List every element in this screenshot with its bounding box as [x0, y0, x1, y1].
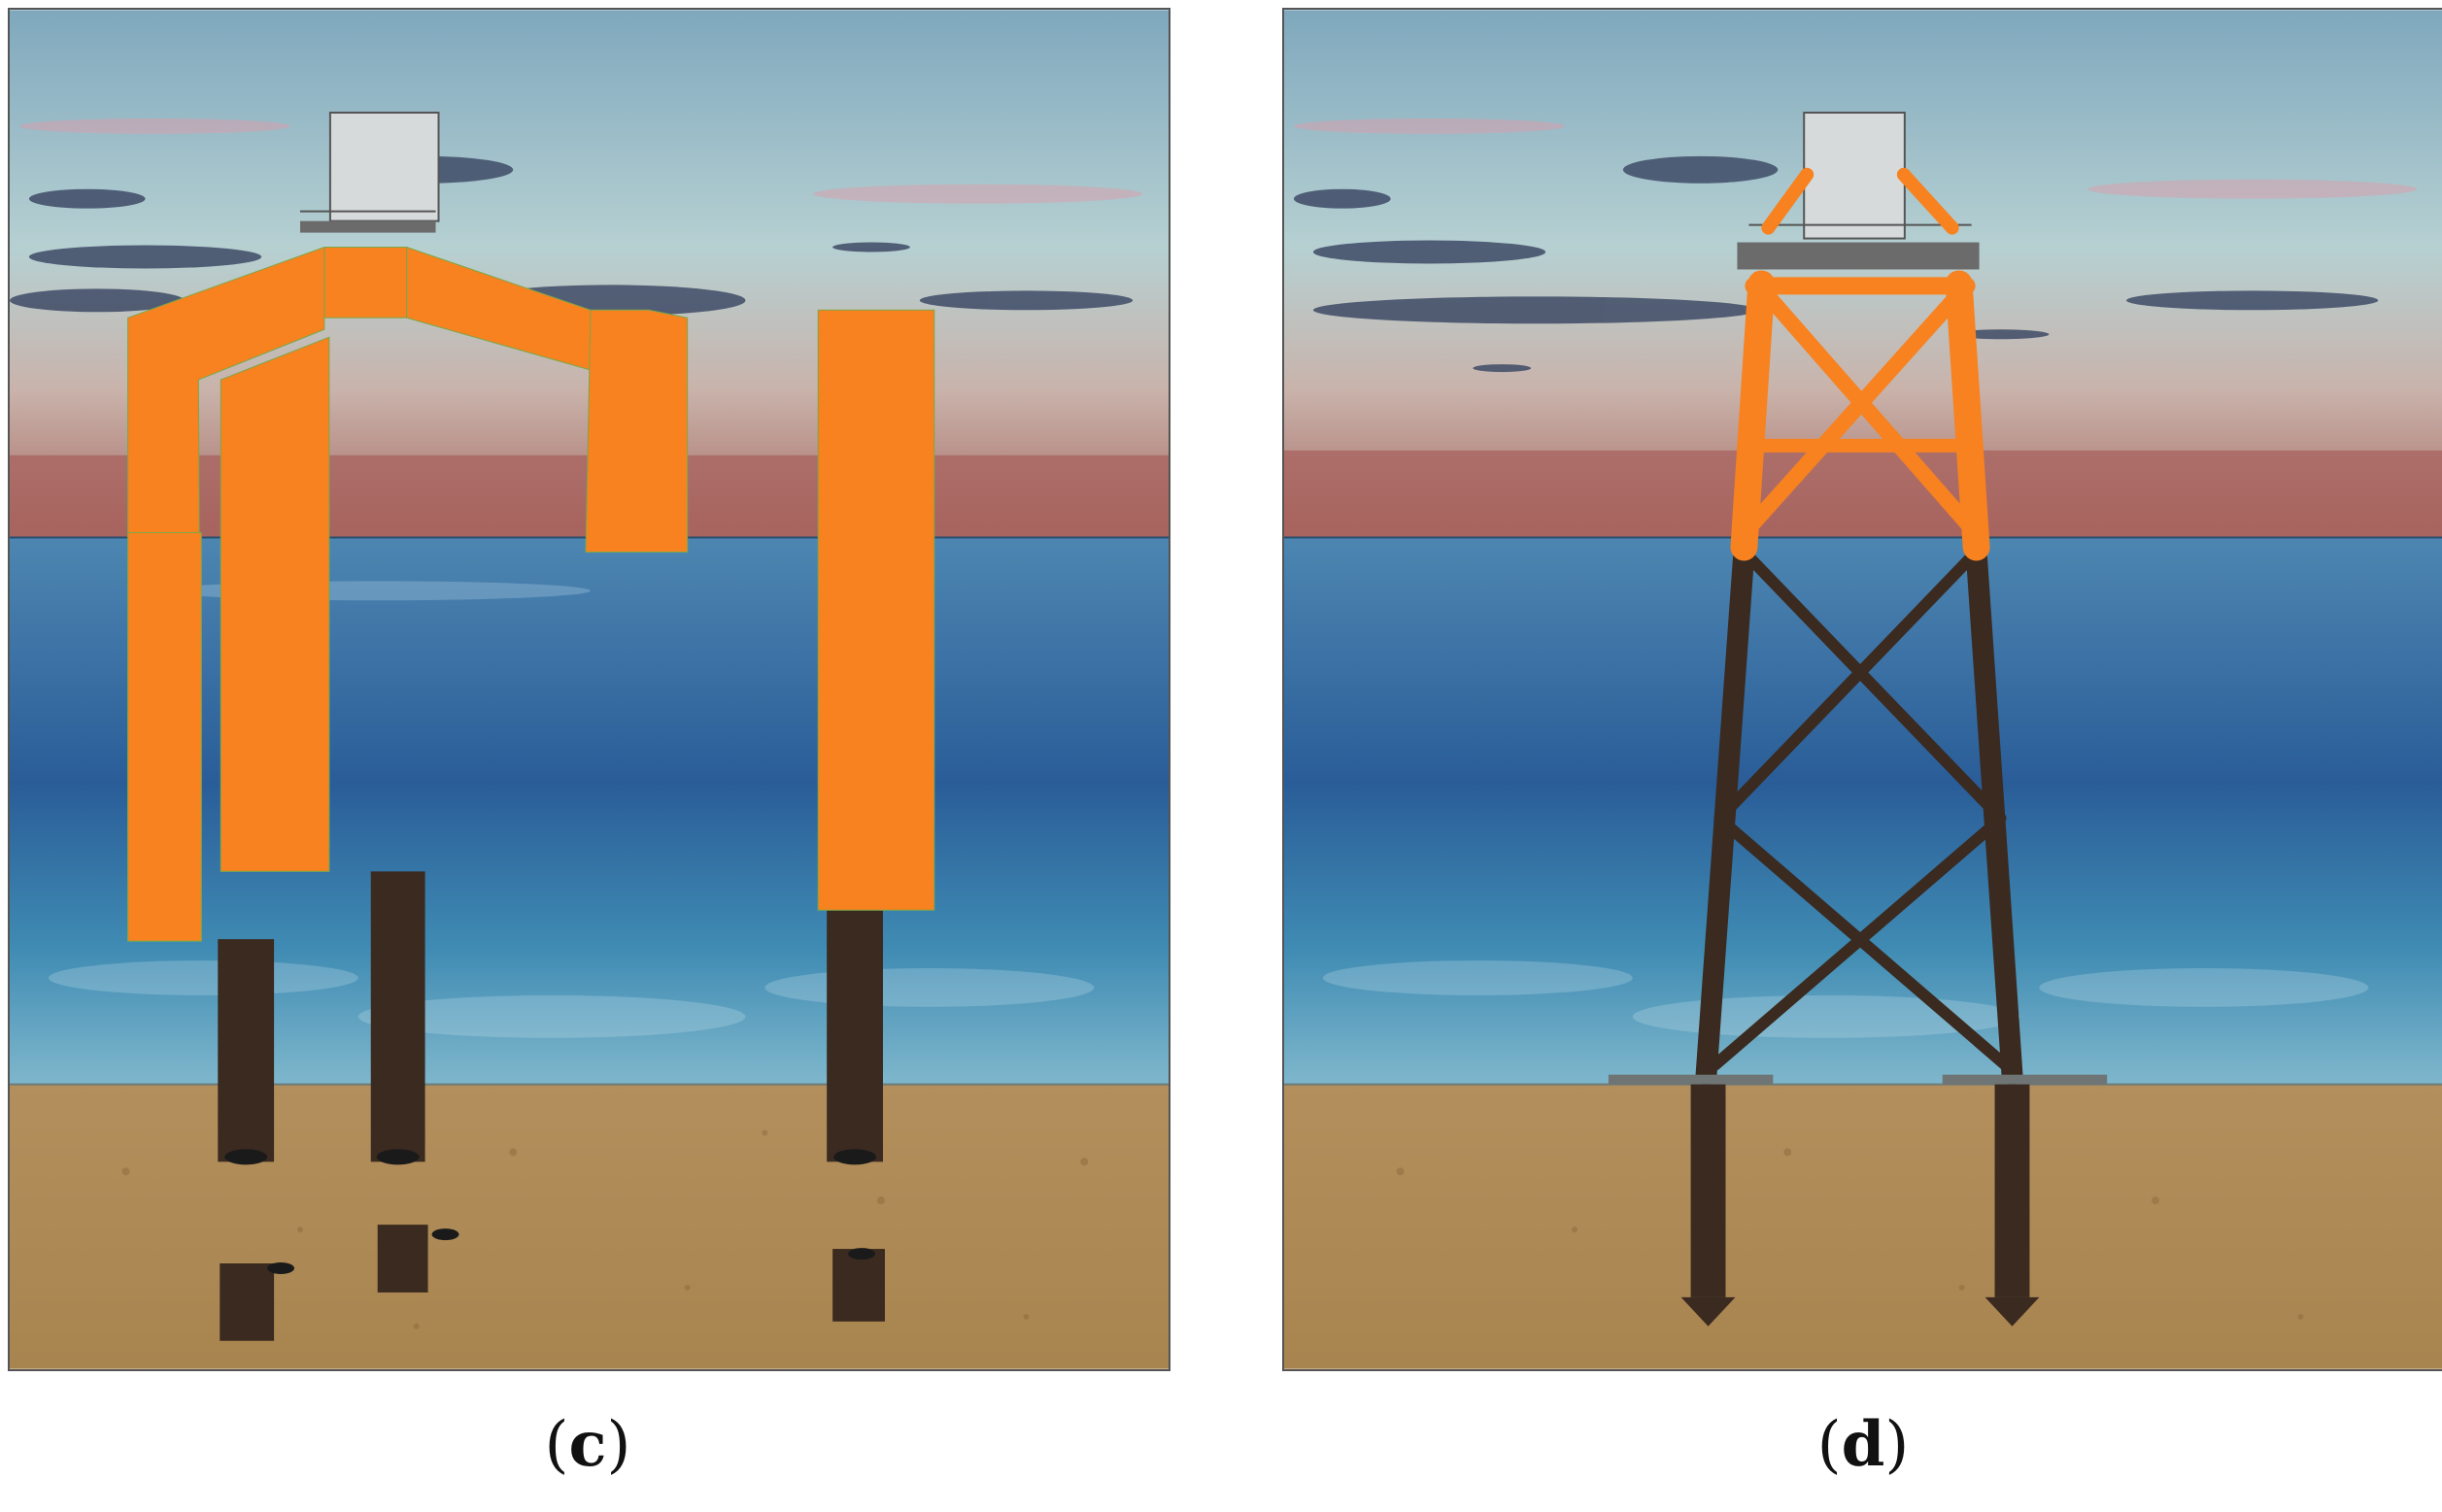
panel-c	[8, 8, 1170, 1371]
mudmats	[1608, 1074, 2108, 1085]
piles	[218, 871, 885, 1341]
seabed	[1284, 1084, 2442, 1369]
sea	[10, 537, 1169, 1085]
pink-streaks	[1293, 118, 2418, 199]
caption-d-letter: d	[1841, 1408, 1885, 1481]
seabed	[10, 1084, 1169, 1369]
sea	[1284, 537, 2442, 1085]
pink-streaks	[18, 118, 1143, 204]
seabed-specks	[121, 1129, 1089, 1329]
panel-d-illustration	[1284, 10, 2442, 1369]
seabed-specks	[1396, 1148, 2304, 1320]
caption-c: (c)	[544, 1408, 631, 1481]
jacket-lower	[1695, 541, 2023, 1086]
caption-d: (d)	[1816, 1408, 1910, 1481]
highlighted-frame	[127, 246, 935, 942]
platform-deck	[299, 220, 436, 233]
platform-deck	[1737, 242, 1980, 270]
highlighted-upper-jacket	[1730, 167, 1990, 561]
piles	[1680, 1084, 2040, 1327]
clouds	[1293, 155, 2379, 373]
pile-cut-ends	[224, 1149, 877, 1274]
panel-c-illustration	[10, 10, 1169, 1369]
water-caustics	[1322, 960, 2369, 1038]
horizon-glow	[1284, 450, 2442, 538]
nacelle-box	[1803, 111, 1906, 240]
nacelle-box	[328, 111, 440, 222]
caption-c-letter: c	[568, 1408, 607, 1481]
panel-d	[1282, 8, 2442, 1371]
